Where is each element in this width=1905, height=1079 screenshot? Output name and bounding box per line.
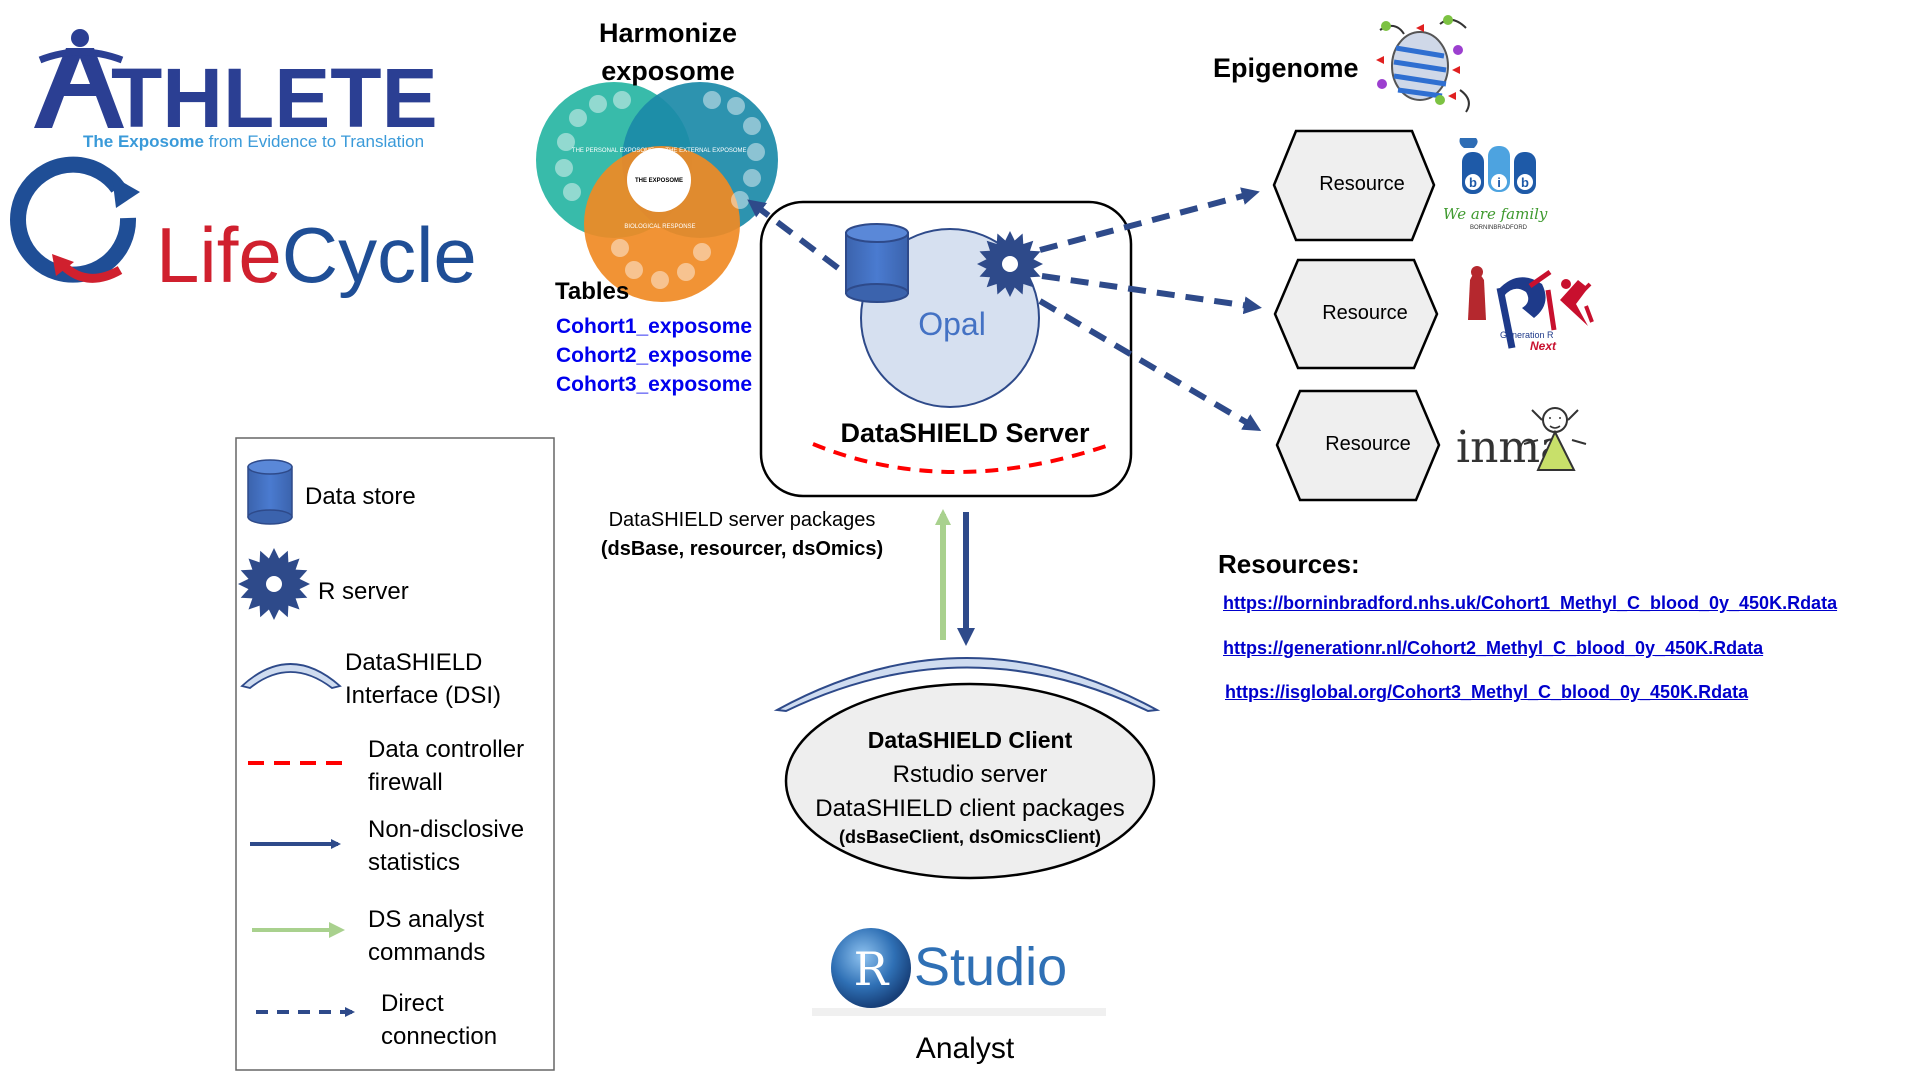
legend-firewall-line1: Data controller [368,736,525,763]
svg-text:Generation R: Generation R [1500,330,1554,340]
table-item: Cohort3_exposome [556,373,753,396]
server-packages-line1: DataSHIELD server packages [608,509,876,531]
epigenome-dna-icon [1376,15,1470,113]
server-packages-line2: (dsBase, resourcer, dsOmics) [600,538,884,560]
svg-text:b: b [1469,175,1477,190]
legend-non-disclosive-line1: Non-disclosive [368,816,525,843]
resource-url-1[interactable]: https://borninbradford.nhs.uk/Cohort1_Me… [1223,593,1838,613]
client-line3: (dsBaseClient, dsOmicsClient) [838,827,1102,847]
svg-text:Studio: Studio [914,937,1067,997]
svg-text:b: b [1521,175,1529,190]
legend-box [235,437,555,1071]
table-item: Cohort2_exposome [556,344,753,367]
legend-gear-hub [266,576,282,592]
client-line1: Rstudio server [892,761,1048,788]
resources-title: Resources: [1218,549,1360,579]
legend-label-non-disclosive: Non-disclosive statistics [368,813,524,879]
svg-text:THE EXPOSOME: THE EXPOSOME [635,178,683,184]
svg-text:THE PERSONAL EXPOSOME: THE PERSONAL EXPOSOME [572,148,654,154]
server-data-store-icon [845,223,909,303]
legend-firewall-line2: firewall [368,769,443,796]
svg-text:BORNINBRADFORD: BORNINBRADFORD [1470,225,1528,231]
lifecycle-wordmark: LifeCycle [156,211,477,299]
legend-direct-line1: Direct [381,990,444,1017]
datashield-client-label: DataSHIELD Client Rstudio server DataSHI… [815,722,1125,849]
athlete-logo: THLETE The Exposome from Evidence to Tra… [34,29,438,151]
legend-label-direct-connection: Direct connection [381,987,497,1053]
client-line2: DataSHIELD client packages [815,795,1125,822]
resource-hexagon-3 [1275,389,1441,502]
resource-url-3[interactable]: https://isglobal.org/Cohort3_Methyl_C_bl… [1225,682,1749,702]
harmonize-heading-line2: exposome [601,56,735,86]
dsi-arc-icon [240,663,342,689]
data-store-icon [247,459,293,525]
datashield-client-ellipse [784,682,1156,880]
athlete-figure-icon [34,48,124,128]
svg-text:Next: Next [1530,339,1557,353]
resource-2-connection-arrow [1041,273,1262,315]
harmonize-heading-line1: Harmonize [598,18,738,48]
legend-label-dsi: DataSHIELD Interface (DSI) [345,646,501,712]
resource-label-1: Resource [1319,173,1405,195]
resource-hexagon-1 [1272,129,1436,242]
datashield-server-title: DataSHIELD Server [840,418,1090,448]
athlete-tagline: The Exposome from Evidence to Translatio… [83,132,424,151]
generation-r-logo: Generation R Next [1468,266,1594,353]
legend-dsi-line2: Interface (DSI) [345,682,502,709]
athlete-wordmark: THLETE [111,51,438,145]
legend-dsi-line1: DataSHIELD [345,649,483,676]
svg-text:R: R [854,942,890,996]
resource-url-2[interactable]: https://generationr.nl/Cohort2_Methyl_C_… [1223,638,1764,658]
exposome-wheel-icon: THE PERSONAL EXPOSOME THE EXPOSOME THE E… [536,82,778,302]
tables-list: Cohort1_exposome Cohort2_exposome Cohort… [556,312,752,399]
table-item: Cohort1_exposome [556,315,753,338]
epigenome-heading: Epigenome [1213,53,1359,83]
opal-label: Opal [918,306,986,342]
athlete-figure-head-icon [71,29,89,47]
exposome-connection-arrow [747,199,840,271]
legend-analyst-line1: DS analyst [368,906,485,933]
svg-text:BIOLOGICAL RESPONSE: BIOLOGICAL RESPONSE [624,224,695,230]
legend-label-r-server: R server [318,578,409,605]
resource-3-connection-arrow [1038,298,1262,432]
server-packages-label: DataSHIELD server packages (dsBase, reso… [601,506,883,564]
lifecycle-circular-arrow-icon [10,156,137,283]
client-title: DataSHIELD Client [867,727,1073,753]
server-gear-hub [1002,256,1018,272]
legend-label-firewall: Data controller firewall [368,733,524,799]
legend-direct-line2: connection [381,1023,498,1050]
tables-title: Tables [555,278,630,305]
dsi-arc [773,657,1161,713]
harmonize-exposome-heading: Harmonize exposome [599,14,737,90]
resource-1-connection-arrow [1039,187,1260,253]
analyst-label: Analyst [915,1032,1015,1065]
svg-text:i: i [1497,175,1501,190]
legend-label-data-store: Data store [305,483,416,510]
legend-label-analyst-commands: DS analyst commands [368,903,485,969]
rstudio-logo: R Studio [812,928,1106,1016]
svg-text:We are family: We are family [1443,205,1548,223]
svg-text:THE EXTERNAL EXPOSOME: THE EXTERNAL EXPOSOME [665,148,746,154]
bib-logo: b i b We are family BORNINBRADFORD [1443,138,1548,231]
resource-hexagon-2 [1273,258,1439,370]
resource-label-2: Resource [1322,302,1408,324]
inma-logo: inma [1456,407,1587,473]
legend-analyst-line2: commands [368,939,486,966]
lifecycle-logo: LifeCycle [10,156,477,299]
rstudio-ball-icon [831,928,911,1008]
legend-non-disclosive-line2: statistics [368,849,461,876]
resource-label-3: Resource [1325,433,1411,455]
